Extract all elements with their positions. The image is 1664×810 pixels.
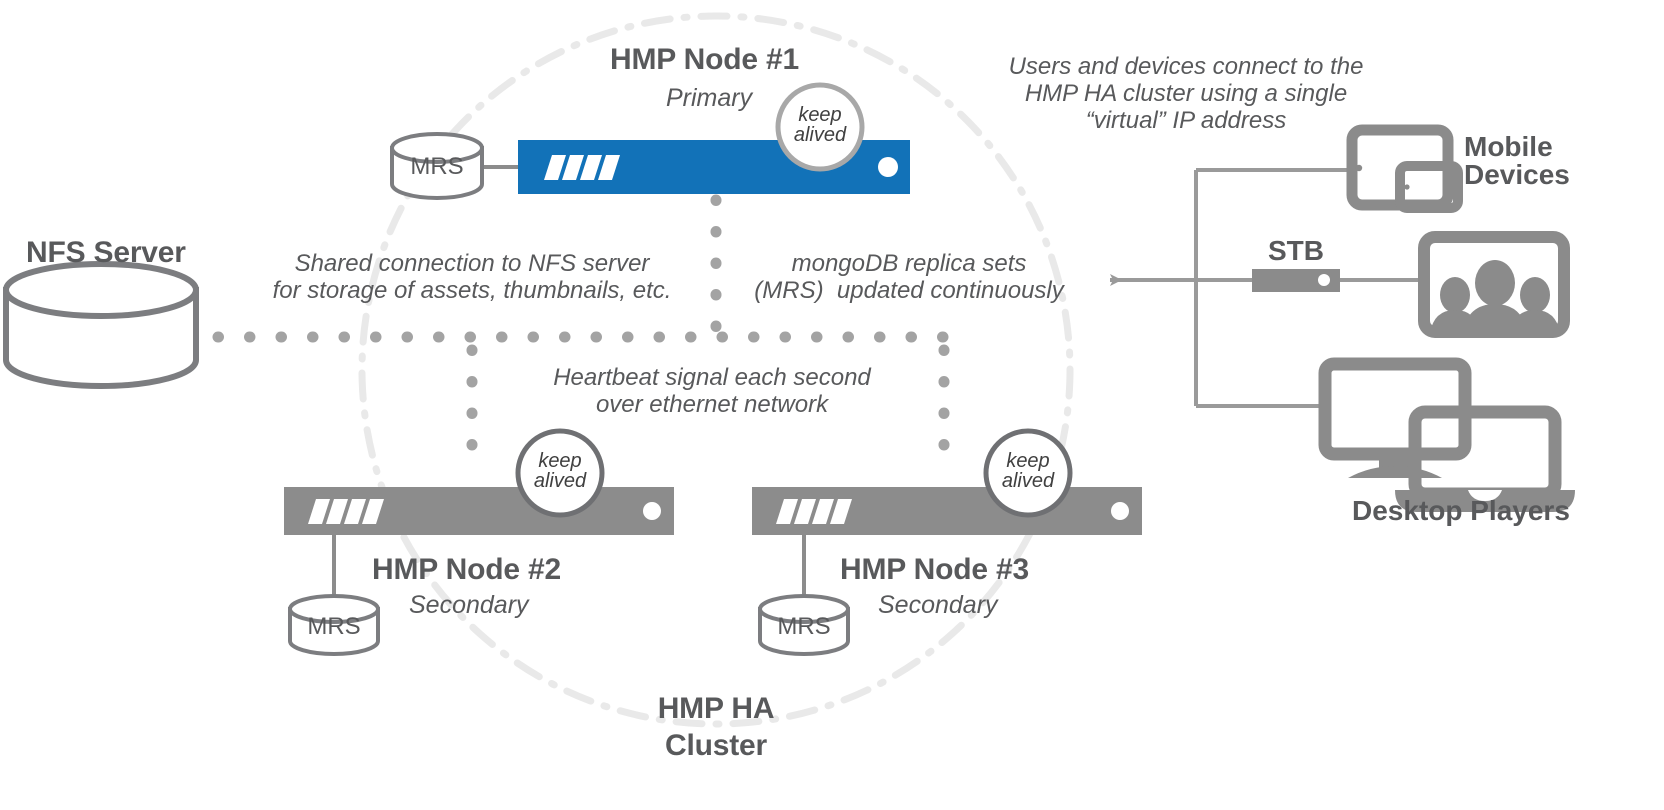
virtual-ip-connector-lines	[1110, 168, 1424, 408]
cluster-boundary-circle	[358, 12, 1074, 728]
nfs-server-label: NFS Server	[26, 236, 186, 269]
node1-role: Primary	[666, 84, 753, 112]
mobile-devices-label-line2: Devices	[1464, 159, 1570, 190]
nfs-server-cylinder-icon	[2, 261, 199, 389]
node2-keepalived-label: keep alived	[510, 451, 610, 492]
set-top-box-icon	[1252, 269, 1340, 292]
monitor-laptop-icon	[1318, 357, 1575, 512]
node2-keepalived-badge	[515, 428, 605, 518]
node3-keepalived-line2: alived	[1001, 470, 1055, 493]
node2-mrs-label: MRS	[307, 613, 361, 640]
node1-mrs-cylinder-icon	[390, 132, 484, 200]
node1-keepalived-label: keep alived	[770, 105, 870, 146]
node3-role: Secondary	[878, 591, 998, 619]
tablet-phone-icon	[1346, 124, 1463, 213]
node2-role: Secondary	[409, 591, 529, 619]
node1-keepalived-badge	[775, 82, 865, 172]
node1-mrs-label: MRS	[410, 153, 464, 180]
virtual-ip-annotation: Users and devices connect to the HMP HA …	[1008, 53, 1364, 135]
desktop-players-label: Desktop Players	[1352, 495, 1570, 526]
cluster-label-line1: HMP HA	[657, 692, 775, 725]
node3-keepalived-line1: keep	[1006, 450, 1050, 472]
node2-server-bar	[284, 487, 674, 535]
node1-title: HMP Node #1	[610, 43, 799, 76]
node3-keepalived-badge	[983, 428, 1073, 518]
node3-title: HMP Node #3	[840, 553, 1029, 586]
node3-server-bar	[752, 487, 1142, 535]
node2-mrs-cylinder-icon	[288, 594, 380, 656]
tv-viewers-icon	[1418, 231, 1570, 338]
node3-keepalived-label: keep alived	[978, 451, 1078, 492]
mongo-replica-annotation: mongoDB replica sets (MRS) updated conti…	[754, 250, 1064, 305]
heartbeat-annotation: Heartbeat signal each second over ethern…	[553, 364, 871, 419]
node3-mrs-cylinder-icon	[758, 594, 850, 656]
cluster-label-line2: Cluster	[665, 729, 767, 762]
mobile-devices-label-line1: Mobile	[1464, 131, 1553, 162]
stb-label: STB	[1268, 235, 1324, 266]
node2-keepalived-line2: alived	[533, 470, 587, 493]
node1-keepalived-line2: alived	[793, 124, 847, 147]
node2-keepalived-line1: keep	[538, 450, 582, 472]
node2-title: HMP Node #2	[372, 553, 561, 586]
node3-mrs-label: MRS	[777, 613, 831, 640]
node1-keepalived-line1: keep	[798, 104, 842, 126]
nfs-shared-annotation: Shared connection to NFS server for stor…	[272, 250, 672, 305]
